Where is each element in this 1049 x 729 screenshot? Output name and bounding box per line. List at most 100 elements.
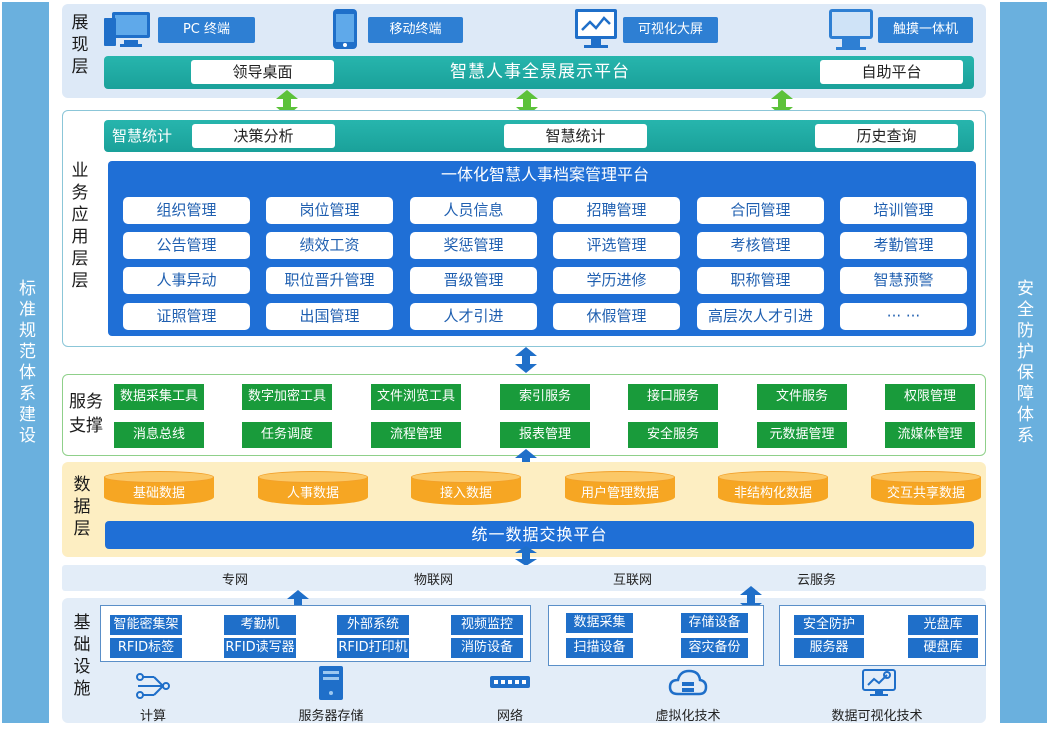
archive-platform-panel [108, 161, 976, 336]
data-store: 用户管理数据 [565, 471, 675, 507]
infra-item: 视频监控 [451, 615, 523, 635]
biz-item[interactable]: 组织管理 [123, 197, 250, 224]
compute-icon [136, 673, 170, 699]
tab-history-query[interactable]: 历史查询 [815, 124, 958, 148]
double-arrow-green-1 [276, 90, 298, 116]
biz-item[interactable]: 晋级管理 [410, 267, 537, 294]
leader-desktop-box: 领导桌面 [191, 60, 334, 84]
biz-item[interactable]: 考勤管理 [840, 232, 967, 259]
biz-item[interactable]: 公告管理 [123, 232, 250, 259]
pc-icon [104, 12, 150, 47]
biz-item[interactable]: 智慧预警 [840, 267, 967, 294]
data-store-label: 人事数据 [286, 486, 339, 501]
service-item[interactable]: 权限管理 [885, 384, 975, 410]
infra-item: 考勤机 [224, 615, 296, 635]
infra-item: 服务器 [794, 638, 864, 658]
biz-item[interactable]: 职位晋升管理 [266, 267, 393, 294]
network-iot: 物联网 [414, 573, 454, 588]
device-pc-label: PC 终端 [158, 17, 255, 43]
infra-layer-label: 基础设施 [73, 613, 91, 699]
data-store-label: 非结构化数据 [733, 486, 812, 501]
network-private: 专网 [222, 573, 249, 588]
infra-item: RFID打印机 [337, 638, 409, 658]
service-item[interactable]: 安全服务 [628, 422, 718, 448]
data-exchange-platform: 统一数据交换平台 [105, 521, 974, 549]
device-mobile-label: 移动终端 [368, 17, 463, 43]
big-screen-icon [575, 9, 617, 48]
biz-item[interactable]: 休假管理 [553, 303, 680, 330]
biz-item[interactable]: 绩效工资 [266, 232, 393, 259]
data-store-label: 用户管理数据 [580, 486, 659, 501]
service-item[interactable]: 流程管理 [371, 422, 461, 448]
infra-item: 数据采集 [566, 613, 633, 633]
service-item[interactable]: 索引服务 [500, 384, 590, 410]
double-arrow-blue-1 [515, 347, 537, 373]
service-item[interactable]: 接口服务 [628, 384, 718, 410]
biz-item[interactable]: 高层次人才引进 [697, 303, 824, 330]
service-item[interactable]: 消息总线 [114, 422, 204, 448]
double-arrow-green-2 [516, 90, 538, 116]
infra-item: 消防设备 [451, 638, 523, 658]
network-cloud: 云服务 [797, 573, 837, 588]
smart-stats-label: 智慧统计 [112, 127, 173, 145]
service-item[interactable]: 元数据管理 [757, 422, 847, 448]
biz-item[interactable]: 人才引进 [410, 303, 537, 330]
biz-item[interactable]: ··· ··· [840, 303, 967, 330]
data-store-label: 交互共享数据 [886, 486, 965, 501]
biz-item[interactable]: 考核管理 [697, 232, 824, 259]
infra-item: 外部系统 [337, 615, 409, 635]
biz-item[interactable]: 合同管理 [697, 197, 824, 224]
network-internet: 互联网 [613, 573, 653, 588]
panorama-platform-title: 智慧人事全景展示平台 [450, 62, 630, 82]
infra-item: RFID读写器 [224, 638, 296, 658]
infra-item: 安全防护 [794, 615, 864, 635]
service-item[interactable]: 文件浏览工具 [371, 384, 461, 410]
security-system-bar: 安全防护保障体系 [1000, 2, 1047, 723]
biz-item[interactable]: 人员信息 [410, 197, 537, 224]
self-service-box: 自助平台 [820, 60, 963, 84]
archive-platform-title: 一体化智慧人事档案管理平台 [440, 165, 649, 184]
network-icon [490, 676, 530, 688]
biz-item[interactable]: 学历进修 [553, 267, 680, 294]
device-kiosk-label: 触摸一体机 [878, 17, 973, 43]
service-item[interactable]: 流媒体管理 [885, 422, 975, 448]
infra-item: 硬盘库 [908, 638, 978, 658]
biz-item[interactable]: 评选管理 [553, 232, 680, 259]
infra-bottom-label: 虚拟化技术 [655, 709, 721, 724]
biz-item[interactable]: 培训管理 [840, 197, 967, 224]
biz-item[interactable]: 职称管理 [697, 267, 824, 294]
data-store: 基础数据 [104, 471, 214, 507]
data-store: 接入数据 [411, 471, 521, 507]
standards-system-bar: 标准规范体系建设 [2, 2, 49, 723]
service-item[interactable]: 任务调度 [242, 422, 332, 448]
double-arrow-green-3 [771, 90, 793, 116]
infra-item: RFID标签 [110, 638, 182, 658]
tab-decision-analysis[interactable]: 决策分析 [192, 124, 335, 148]
biz-item[interactable]: 出国管理 [266, 303, 393, 330]
biz-item[interactable]: 证照管理 [123, 303, 250, 330]
network-bar [62, 565, 986, 591]
data-store-label: 基础数据 [132, 486, 185, 501]
infra-item: 智能密集架 [110, 615, 182, 635]
server-storage-icon [319, 666, 343, 700]
infra-item: 容灾备份 [681, 638, 748, 658]
infra-bottom-label: 服务器存储 [298, 709, 364, 724]
service-item[interactable]: 报表管理 [500, 422, 590, 448]
data-visualization-icon [862, 669, 896, 696]
tab-smart-stats[interactable]: 智慧统计 [504, 124, 647, 148]
data-store: 非结构化数据 [718, 471, 828, 507]
infra-bottom-label: 数据可视化技术 [831, 709, 923, 724]
data-store-label: 接入数据 [439, 486, 492, 501]
biz-item[interactable]: 奖惩管理 [410, 232, 537, 259]
service-item[interactable]: 数据采集工具 [114, 384, 204, 410]
service-item[interactable]: 文件服务 [757, 384, 847, 410]
mobile-icon [333, 9, 357, 49]
service-item[interactable]: 数字加密工具 [242, 384, 332, 410]
presentation-layer-label: 展现层 [71, 13, 89, 77]
biz-item[interactable]: 招聘管理 [553, 197, 680, 224]
kiosk-icon [829, 9, 873, 50]
biz-item[interactable]: 人事异动 [123, 267, 250, 294]
data-store: 人事数据 [258, 471, 368, 507]
biz-item[interactable]: 岗位管理 [266, 197, 393, 224]
infra-item: 光盘库 [908, 615, 978, 635]
